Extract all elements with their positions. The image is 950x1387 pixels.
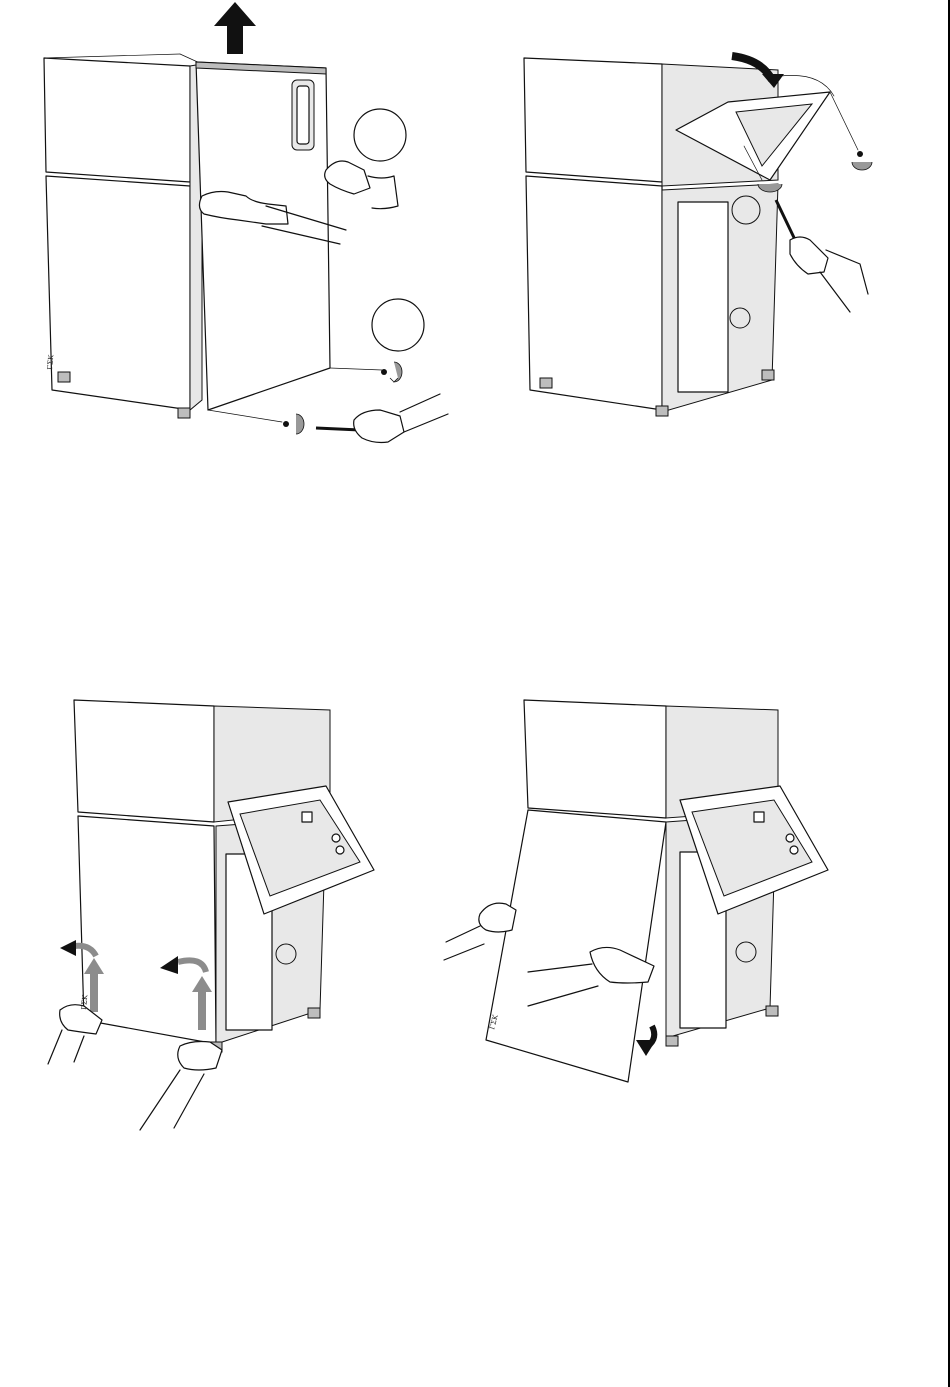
cabinet-top-section <box>44 58 190 182</box>
cabinet-foot-back <box>766 1006 778 1016</box>
step-3-svg: ΓΣΚ <box>40 690 400 1140</box>
screwdriver-hand <box>354 410 404 443</box>
callout-circle-top <box>354 109 406 161</box>
step-2-illustration <box>500 50 900 430</box>
brand-label: ΓΣΚ <box>80 994 89 1010</box>
left-hand <box>479 903 516 932</box>
panel-knob-1 <box>332 834 340 842</box>
screw-guide-line-bottom <box>208 410 282 422</box>
right-hand <box>325 161 370 194</box>
cabinet-foot-right <box>666 1036 678 1046</box>
cabinet-lower-section <box>526 176 662 410</box>
cabinet-top-section <box>74 700 214 822</box>
lift-arrow-right-shaft <box>198 990 206 1030</box>
cabinet-foot-left <box>58 372 70 382</box>
brand-label: ΓΣΚ <box>46 354 55 370</box>
step-1-svg: ΓΣΚ <box>30 0 470 460</box>
panel-knob-2 <box>790 846 798 854</box>
lift-up-arrow <box>214 2 256 54</box>
panel-switch <box>302 812 312 822</box>
rotate-arrow-right <box>852 162 872 170</box>
cabinet-foot-back <box>308 1008 320 1018</box>
panel-switch <box>754 812 764 822</box>
cabinet-foot-right <box>656 406 668 416</box>
screw-guide-right <box>830 92 858 150</box>
door-handle-inner <box>297 86 309 144</box>
screw-right <box>857 151 863 157</box>
internal-panel <box>678 202 728 392</box>
screwdriver-forearm <box>400 394 448 432</box>
panel-knob-1 <box>786 834 794 842</box>
screwdriver-shaft <box>316 428 360 430</box>
screw-bottom <box>283 421 289 427</box>
cabinet-foot-back <box>762 370 774 380</box>
screw-guide-line-top <box>330 368 382 370</box>
step-1-illustration: ΓΣΚ <box>30 0 470 460</box>
right-hand <box>178 1042 222 1071</box>
cabinet-foot-left <box>540 378 552 388</box>
left-forearm <box>444 926 484 960</box>
internal-motor <box>732 196 760 224</box>
callout-circle-bottom <box>372 299 424 351</box>
internal-pulley <box>730 308 750 328</box>
lift-arrow-left-shaft <box>90 972 98 1012</box>
internal-pulley <box>736 942 756 962</box>
panel-knob-2 <box>336 846 344 854</box>
cabinet-foot-right <box>178 408 190 418</box>
right-forearm <box>140 1070 204 1130</box>
step-2-svg <box>500 50 900 430</box>
cabinet-lower-front <box>78 816 216 1044</box>
left-forearm <box>48 1030 84 1064</box>
cabinet-top-edge <box>44 54 180 58</box>
right-forearm <box>368 176 398 209</box>
cabinet-top-section <box>524 700 666 818</box>
step-4-svg: ΓΣΚ <box>440 690 850 1090</box>
pull-arrow-left-head <box>60 940 76 956</box>
lower-down-arrow-head <box>636 1040 656 1056</box>
step-4-illustration: ΓΣΚ <box>440 690 850 1090</box>
internal-pulley <box>276 944 296 964</box>
cabinet-top-section <box>524 58 662 182</box>
rotate-arrow-top <box>390 362 402 382</box>
step-3-illustration: ΓΣΚ <box>40 690 400 1140</box>
rotate-arrow-bottom <box>296 414 304 434</box>
screwdriver-hand <box>790 237 828 274</box>
screw-top <box>381 369 387 375</box>
